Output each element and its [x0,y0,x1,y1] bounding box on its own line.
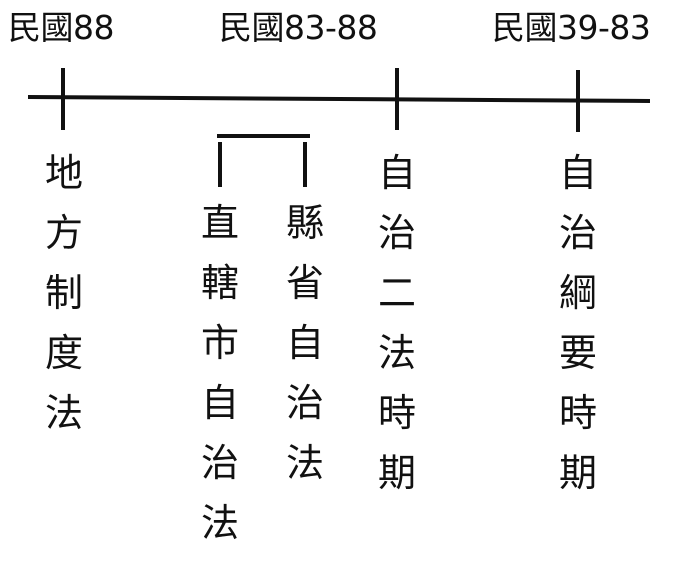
timeline-axis [27,95,651,103]
period-label-88: 民國88 [8,8,115,47]
column-local-government-act: 地 方 制 度 法 [44,151,83,435]
column-municipality-autonomy-act: 直 轄 市 自 治 法 [200,201,239,545]
column-two-autonomy-acts-period: 自 治 二 法 時 期 [377,151,416,495]
column-county-province-autonomy-act: 縣 省 自 治 法 [285,201,324,485]
period-label-39-83: 民國39-83 [492,8,651,47]
column-autonomy-outline-period: 自 治 綱 要 時 期 [558,151,597,495]
period-label-83-88: 民國83-88 [219,8,378,47]
